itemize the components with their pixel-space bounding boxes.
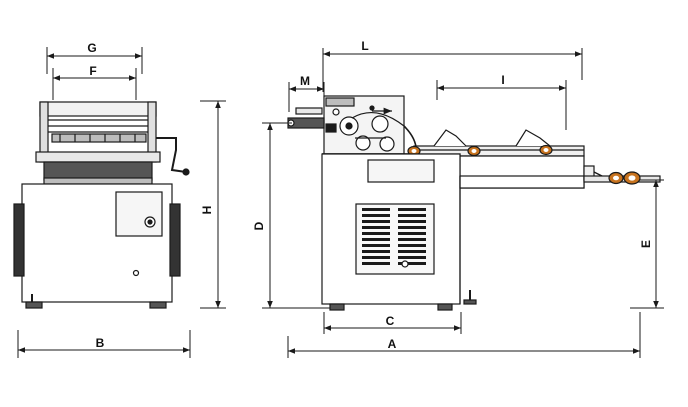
vent-slat xyxy=(362,220,390,223)
dough-roll-3 xyxy=(539,144,553,156)
vent-slat xyxy=(362,244,390,247)
dim-h xyxy=(200,100,226,309)
front-view xyxy=(13,101,190,309)
dim-label-g: G xyxy=(87,41,96,55)
vent-slat xyxy=(398,232,426,235)
vent-slat xyxy=(362,250,390,253)
dim-label-a: A xyxy=(388,337,397,351)
dim-label-f: F xyxy=(89,64,96,78)
dim-c xyxy=(323,312,462,334)
dim-label-l: L xyxy=(361,39,368,53)
vent-slat xyxy=(362,238,390,241)
dim-label-h: H xyxy=(200,206,214,215)
vent-slat xyxy=(398,262,426,265)
vent-slat xyxy=(398,238,426,241)
vent-slat xyxy=(398,244,426,247)
vent-slat xyxy=(362,262,390,265)
vent-slat xyxy=(362,232,390,235)
dough-roll-5 xyxy=(623,171,641,185)
side-vent-grille xyxy=(355,203,435,275)
dim-i xyxy=(436,80,567,130)
dim-label-b: B xyxy=(96,336,105,350)
dim-a xyxy=(287,312,641,358)
front-table xyxy=(35,151,161,163)
front-control-box xyxy=(115,191,163,237)
vent-slat xyxy=(398,214,426,217)
dim-m xyxy=(288,82,325,112)
dim-label-d: D xyxy=(252,221,266,230)
side-panel xyxy=(367,159,435,183)
dim-label-e: E xyxy=(639,240,653,248)
dim-d xyxy=(262,122,330,309)
dough-roll-1 xyxy=(407,145,421,157)
dim-label-c: C xyxy=(386,314,395,328)
vent-slat xyxy=(398,226,426,229)
vent-slat xyxy=(398,250,426,253)
vent-slat xyxy=(398,220,426,223)
vent-slat xyxy=(362,226,390,229)
dim-e xyxy=(630,179,664,309)
dim-b xyxy=(17,330,191,358)
dim-g xyxy=(46,47,143,74)
dough-roll-2 xyxy=(467,145,481,157)
vent-slat xyxy=(398,256,426,259)
vent-slat xyxy=(362,208,390,211)
dim-l xyxy=(322,48,583,92)
dim-f xyxy=(52,68,137,100)
side-roller-head xyxy=(323,95,418,155)
vent-slat xyxy=(398,208,426,211)
vent-slat xyxy=(362,256,390,259)
side-view xyxy=(287,95,661,311)
front-top-roller-frame xyxy=(39,101,190,176)
dough-roll-4 xyxy=(608,171,624,185)
vent-slat xyxy=(362,214,390,217)
dim-label-i: I xyxy=(501,73,504,87)
front-belt xyxy=(43,161,153,181)
dim-label-m: M xyxy=(300,74,310,88)
